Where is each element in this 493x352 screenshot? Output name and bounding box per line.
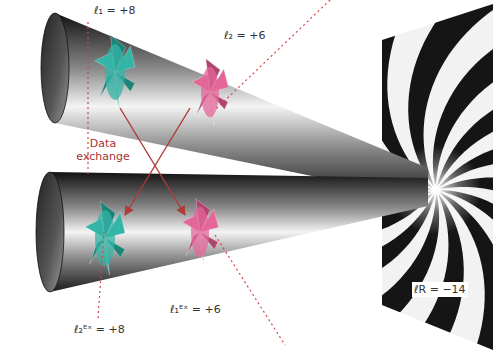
- mode-label: ℓ₂ = +6: [222, 28, 267, 43]
- mode-label: ℓ₁ = +8: [92, 3, 137, 18]
- mode-label: ℓ₂ᴱˣ = +8: [72, 322, 127, 337]
- beams: [36, 13, 428, 292]
- exchange-arrow: [125, 108, 190, 215]
- helical-wavefront: [85, 201, 125, 275]
- helical-wavefront: [95, 35, 135, 109]
- wavefront-core: [105, 44, 125, 100]
- leader-line: [215, 235, 285, 345]
- helical-wavefront: [182, 199, 219, 266]
- caption-label: Data exchange: [66, 136, 140, 164]
- beam-top: [55, 13, 428, 200]
- beam-bottom: [50, 172, 428, 292]
- exchange-arrow: [120, 108, 185, 215]
- wavefront-core: [201, 67, 219, 117]
- exchange-arrows: [120, 108, 190, 215]
- wavefront-core: [95, 210, 115, 266]
- beam-bottom-end: [36, 172, 64, 292]
- wavefront-core: [191, 207, 209, 257]
- leader-line: [215, 0, 330, 110]
- mode-label: ℓ₁ᴱˣ = +6: [168, 302, 223, 317]
- leader-lines: [88, 0, 330, 345]
- beam-top-end: [41, 13, 69, 123]
- helical-wavefront: [192, 59, 229, 126]
- mode-label: ℓR = −14: [412, 282, 468, 297]
- leader-line: [98, 232, 104, 318]
